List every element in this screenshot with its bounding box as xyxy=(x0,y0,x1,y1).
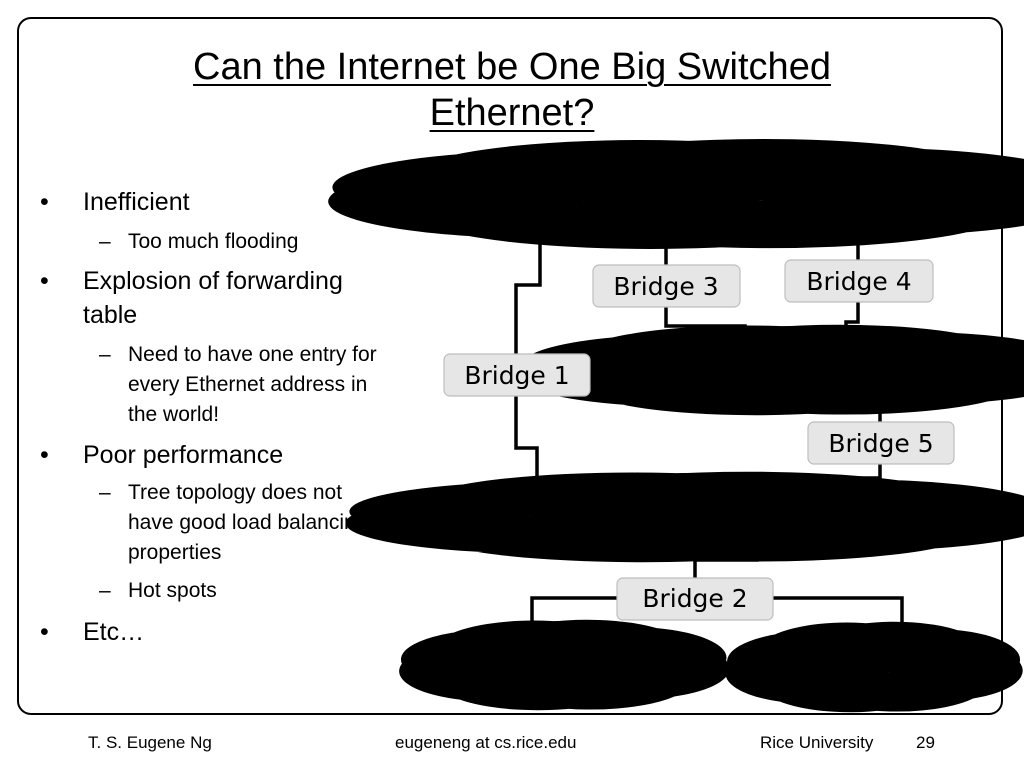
footer-email: eugeneng at cs.rice.edu xyxy=(395,733,577,752)
bullet-marker: • xyxy=(40,267,49,295)
bullet-text: Inefficient xyxy=(83,188,190,216)
bullet-text-continuation: table xyxy=(83,301,138,329)
slide-title: Can the Internet be One Big Switched Eth… xyxy=(120,44,904,136)
bridge-label: Bridge 2 xyxy=(642,584,747,613)
title-line-1: Can the Internet be One Big Switched xyxy=(193,46,831,88)
link-lan2-bridge1 xyxy=(514,210,542,355)
sub-bullet-text: Need to have one entry for xyxy=(128,343,377,366)
lan-label: LAN 5 xyxy=(752,354,841,389)
lan-label: LAN 1 xyxy=(650,501,739,536)
dash-marker: – xyxy=(99,230,111,253)
sub-bullet-text: Too much flooding xyxy=(128,230,299,253)
dash-marker: – xyxy=(99,343,111,366)
bullet-text: Etc… xyxy=(83,618,145,646)
sub-bullet-text: Tree topology does not xyxy=(128,481,343,504)
sub-bullet-text-continuation: properties xyxy=(128,541,222,564)
bridge-1-node: Bridge 1 xyxy=(443,353,591,397)
lan-1-node: LAN 1 xyxy=(495,491,902,542)
lan-label: LAN 3 xyxy=(518,649,607,684)
lan-3-node: LAN 3 xyxy=(469,639,659,690)
bridge-4-node: Bridge 4 xyxy=(784,259,934,303)
bullet-marker: • xyxy=(40,188,49,216)
lan-4-node: LAN 4 xyxy=(788,641,959,692)
bullet-text: Poor performance xyxy=(83,441,284,469)
sub-bullet-text: Hot spots xyxy=(128,579,217,602)
lan-5-node: LAN 5 xyxy=(638,344,962,395)
bridge-label: Bridge 4 xyxy=(806,267,911,296)
title-line-2: Ethernet? xyxy=(429,92,595,134)
bullet-marker: • xyxy=(40,618,49,646)
lan-2-node: LAN 2 xyxy=(491,163,933,225)
bridge-2-node: Bridge 2 xyxy=(616,577,774,621)
sub-bullet-text-continuation: have good load balancing xyxy=(128,511,368,534)
sub-bullet-text-continuation: the world! xyxy=(128,403,220,426)
dash-marker: – xyxy=(99,481,111,504)
dash-marker: – xyxy=(99,579,111,602)
footer-organization: Rice University xyxy=(760,733,874,752)
footer-author: T. S. Eugene Ng xyxy=(88,733,212,752)
lan-label: LAN 2 xyxy=(662,178,751,213)
bridge-label: Bridge 5 xyxy=(828,429,933,458)
bullet-marker: • xyxy=(40,441,49,469)
bridge-5-node: Bridge 5 xyxy=(807,421,955,465)
page-number: 29 xyxy=(916,733,935,752)
bullet-text: Explosion of forwarding xyxy=(83,267,343,295)
bridge-label: Bridge 1 xyxy=(464,361,569,390)
lan-label: LAN 4 xyxy=(828,651,917,686)
bridge-3-node: Bridge 3 xyxy=(592,264,741,308)
link-bridge1-lan1 xyxy=(514,396,539,502)
sub-bullet-text-continuation: every Ethernet address in xyxy=(128,373,368,396)
bridge-label: Bridge 3 xyxy=(613,272,718,301)
